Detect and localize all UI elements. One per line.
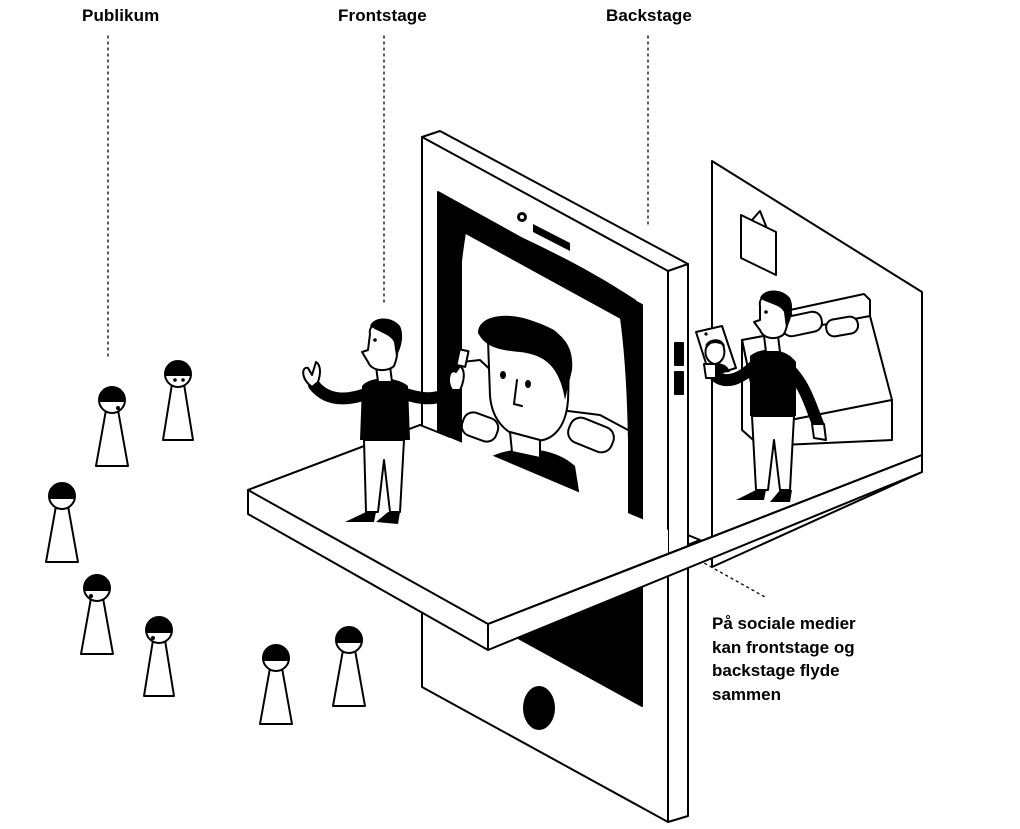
- selfie-screen-hair: [705, 339, 725, 346]
- bs-shoe-right: [770, 490, 792, 502]
- big-eye-2: [525, 380, 531, 388]
- bs-hand-right: [812, 424, 826, 440]
- bs-torso: [750, 349, 796, 416]
- caption-line-1: På sociale medier: [712, 614, 856, 633]
- platform-top-front: [248, 425, 668, 624]
- home-button: [523, 686, 555, 730]
- caption: På sociale medier kan frontstage og back…: [712, 612, 972, 706]
- speaker-slot: [533, 224, 570, 251]
- curtain-right: [615, 290, 642, 566]
- label-publikum: Publikum: [82, 6, 160, 25]
- audience-pawn-1: [96, 387, 128, 466]
- audience-pawn-5: [144, 617, 174, 696]
- screen-pillow-1: [459, 410, 501, 445]
- platform-top-outline-2: [420, 425, 450, 437]
- bs-hair: [760, 290, 793, 328]
- backstage-person: [696, 290, 826, 502]
- fs-held-phone: [456, 349, 468, 367]
- bed-pillow-2: [825, 315, 859, 337]
- audience-pawn-6: [260, 645, 292, 724]
- bs-eye: [764, 310, 768, 314]
- audience-pawn-3: [46, 483, 78, 562]
- audience-pawn-7: [333, 627, 365, 706]
- curtain-valance: [445, 200, 636, 312]
- caption-line-4: sammen: [712, 684, 781, 704]
- fs-shoe-left: [345, 512, 376, 522]
- fs-shoe-right: [376, 512, 400, 524]
- frontstage-person: [303, 318, 468, 524]
- screen-pillow-2: [565, 414, 617, 455]
- phone-button-2: [675, 372, 683, 394]
- big-neck: [510, 432, 540, 458]
- phone-body-side: [668, 264, 688, 822]
- phone-top-edge: [422, 131, 688, 264]
- audience-pawn-4: [81, 575, 113, 654]
- poster-hanger: [752, 211, 766, 226]
- big-nose: [514, 380, 522, 406]
- audience: [46, 361, 365, 724]
- wall-poster: [741, 215, 776, 275]
- platform-top-right-edge: [488, 455, 922, 624]
- phone-button-1: [675, 343, 683, 365]
- bs-hand-left: [704, 364, 716, 378]
- label-frontstage: Frontstage: [338, 6, 427, 25]
- fs-hair: [370, 318, 403, 356]
- screen-bed-edge-2: [560, 410, 628, 430]
- bs-shoe-left: [736, 490, 766, 500]
- label-backstage: Backstage: [606, 6, 692, 25]
- caption-line-3: backstage flyde: [712, 661, 840, 680]
- front-camera-lens: [520, 215, 524, 219]
- fs-torso: [360, 378, 410, 440]
- frontstage-platform-front: [248, 425, 922, 650]
- fs-eye: [373, 338, 377, 342]
- selfie-phone-camera: [704, 332, 708, 336]
- audience-pawn-2: [163, 361, 193, 440]
- big-hair: [478, 315, 573, 400]
- curtain-left: [438, 192, 470, 440]
- caption-line-2: kan frontstage og: [712, 637, 855, 657]
- fs-hand-left: [303, 362, 320, 387]
- big-eye-1: [500, 371, 506, 379]
